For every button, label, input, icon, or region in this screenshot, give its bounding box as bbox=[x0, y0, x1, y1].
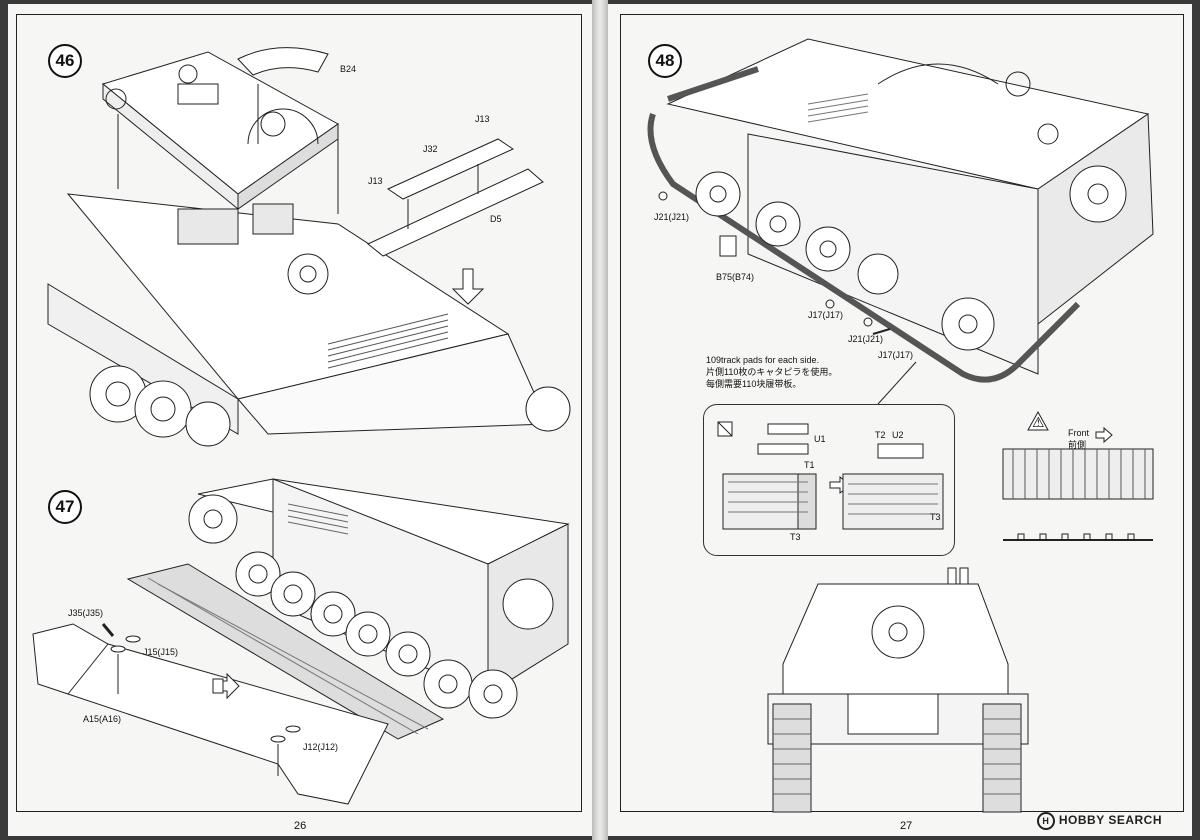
page-gutter bbox=[592, 0, 608, 840]
part-label: T3 bbox=[790, 532, 801, 542]
front-label-cn: 前側 bbox=[1068, 440, 1087, 450]
front-label: Front bbox=[1068, 428, 1090, 438]
step-number: 47 bbox=[48, 490, 82, 524]
part-label: T1 bbox=[804, 460, 815, 470]
part-label: J21(J21) bbox=[848, 334, 884, 344]
step-46-illustration bbox=[47, 47, 571, 447]
part-label: J12(J12) bbox=[303, 742, 339, 752]
page-frame bbox=[620, 14, 1184, 812]
part-label: J35(J35) bbox=[68, 608, 104, 618]
part-label: J32 bbox=[423, 144, 438, 154]
caution-icon: ⚠ bbox=[1032, 414, 1045, 430]
track-assembly-callout bbox=[703, 404, 955, 556]
track-pads-note-jp: 片側110枚のキャタピラを使用。 bbox=[706, 367, 838, 377]
page-frame bbox=[16, 14, 582, 812]
part-label: U2 bbox=[892, 430, 904, 440]
track-pads-note: 109track pads for each side. 片側110枚のキャタピ… bbox=[706, 354, 837, 390]
part-label: T3 bbox=[930, 512, 941, 522]
part-label: U1 bbox=[814, 434, 826, 444]
track-pads-note-en: 109track pads for each side. bbox=[706, 355, 820, 365]
page-left: 46 B24 J32 J13 J13 D5 47 J35(J35) J15(J1… bbox=[8, 4, 592, 836]
step-number: 48 bbox=[648, 44, 682, 78]
watermark-logo-icon: H bbox=[1036, 812, 1055, 830]
part-label: J17(J17) bbox=[808, 310, 844, 320]
step-number: 46 bbox=[48, 44, 82, 78]
step-47-illustration bbox=[32, 478, 570, 805]
step-48-illustration bbox=[647, 38, 1154, 813]
part-label: J17(J17) bbox=[878, 350, 914, 360]
part-label: J13 bbox=[368, 176, 383, 186]
part-label: J15(J15) bbox=[143, 647, 179, 657]
part-label: A15(A16) bbox=[83, 714, 122, 724]
track-pads-note-cn: 每側需要110块履带板。 bbox=[706, 379, 802, 389]
page-number: 27 bbox=[900, 820, 913, 832]
page-right: 48 J21(J21) B75(B74) J17(J17) J21(J21) J… bbox=[608, 4, 1192, 836]
part-label: J21(J21) bbox=[654, 212, 690, 222]
page-number: 26 bbox=[294, 820, 307, 832]
part-label: B75(B74) bbox=[716, 272, 755, 282]
part-label: T2 bbox=[875, 430, 886, 440]
watermark-text: HOBBY SEARCH bbox=[1058, 813, 1162, 828]
part-label: B24 bbox=[340, 64, 357, 74]
part-label: D5 bbox=[490, 214, 502, 224]
part-label: J13 bbox=[475, 114, 490, 124]
